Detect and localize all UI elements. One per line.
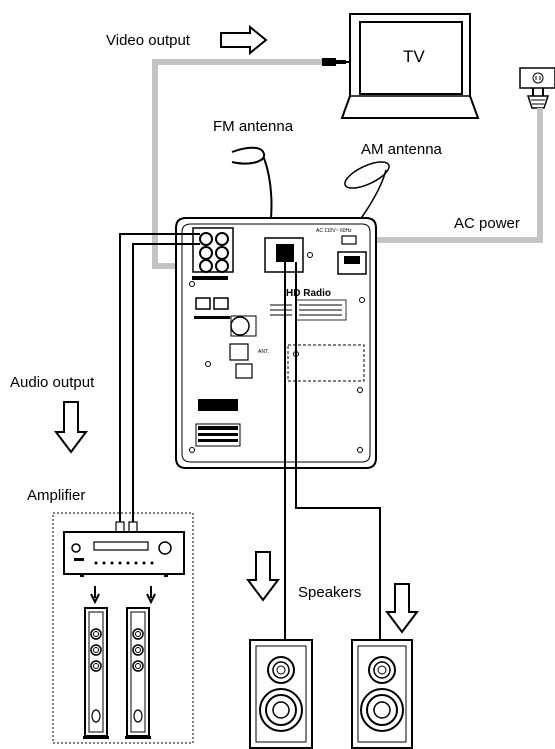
ac-rating-label: AC 110V~ 60Hz bbox=[316, 228, 352, 234]
audio-cable-right bbox=[132, 243, 200, 525]
ac-outlet-icon bbox=[519, 67, 555, 89]
video-output-arrow-icon bbox=[220, 24, 268, 56]
speaker-left-icon bbox=[249, 639, 313, 749]
amplifier-icon bbox=[63, 521, 185, 577]
audio-output-label: Audio output bbox=[10, 374, 95, 391]
amp-arrow-left-icon bbox=[90, 586, 100, 605]
am-antenna-label: AM antenna bbox=[361, 141, 443, 158]
ac-plug-icon bbox=[526, 88, 550, 109]
speakers-arrow-right-icon bbox=[385, 583, 419, 634]
video-output-label: Video output bbox=[106, 32, 191, 49]
audio-cable-left bbox=[119, 233, 200, 525]
amplifier-group-border bbox=[52, 512, 194, 744]
fm-antenna-label: FM antenna bbox=[213, 118, 294, 135]
amp-arrow-right-icon bbox=[146, 586, 156, 605]
ac-power-cable bbox=[356, 108, 543, 243]
svg-text:ANT.: ANT. bbox=[258, 349, 269, 355]
hd-radio-logo: HD Radio bbox=[286, 288, 331, 299]
speaker-wire-right bbox=[295, 262, 381, 640]
speaker-right-icon bbox=[351, 639, 413, 749]
tv-icon bbox=[340, 13, 480, 119]
speakers-arrow-left-icon bbox=[246, 551, 280, 602]
amplifier-label: Amplifier bbox=[27, 487, 85, 504]
audio-output-arrow-icon bbox=[54, 401, 88, 454]
tower-speaker-left-icon bbox=[83, 607, 109, 739]
speakers-label: Speakers bbox=[298, 584, 361, 601]
tower-speaker-right-icon bbox=[125, 607, 151, 739]
tv-label: TV bbox=[403, 47, 425, 66]
main-unit-rear-panel: ANT. AC 110V~ 60Hz HD Radio bbox=[175, 217, 377, 469]
ac-power-label: AC power bbox=[454, 215, 520, 232]
